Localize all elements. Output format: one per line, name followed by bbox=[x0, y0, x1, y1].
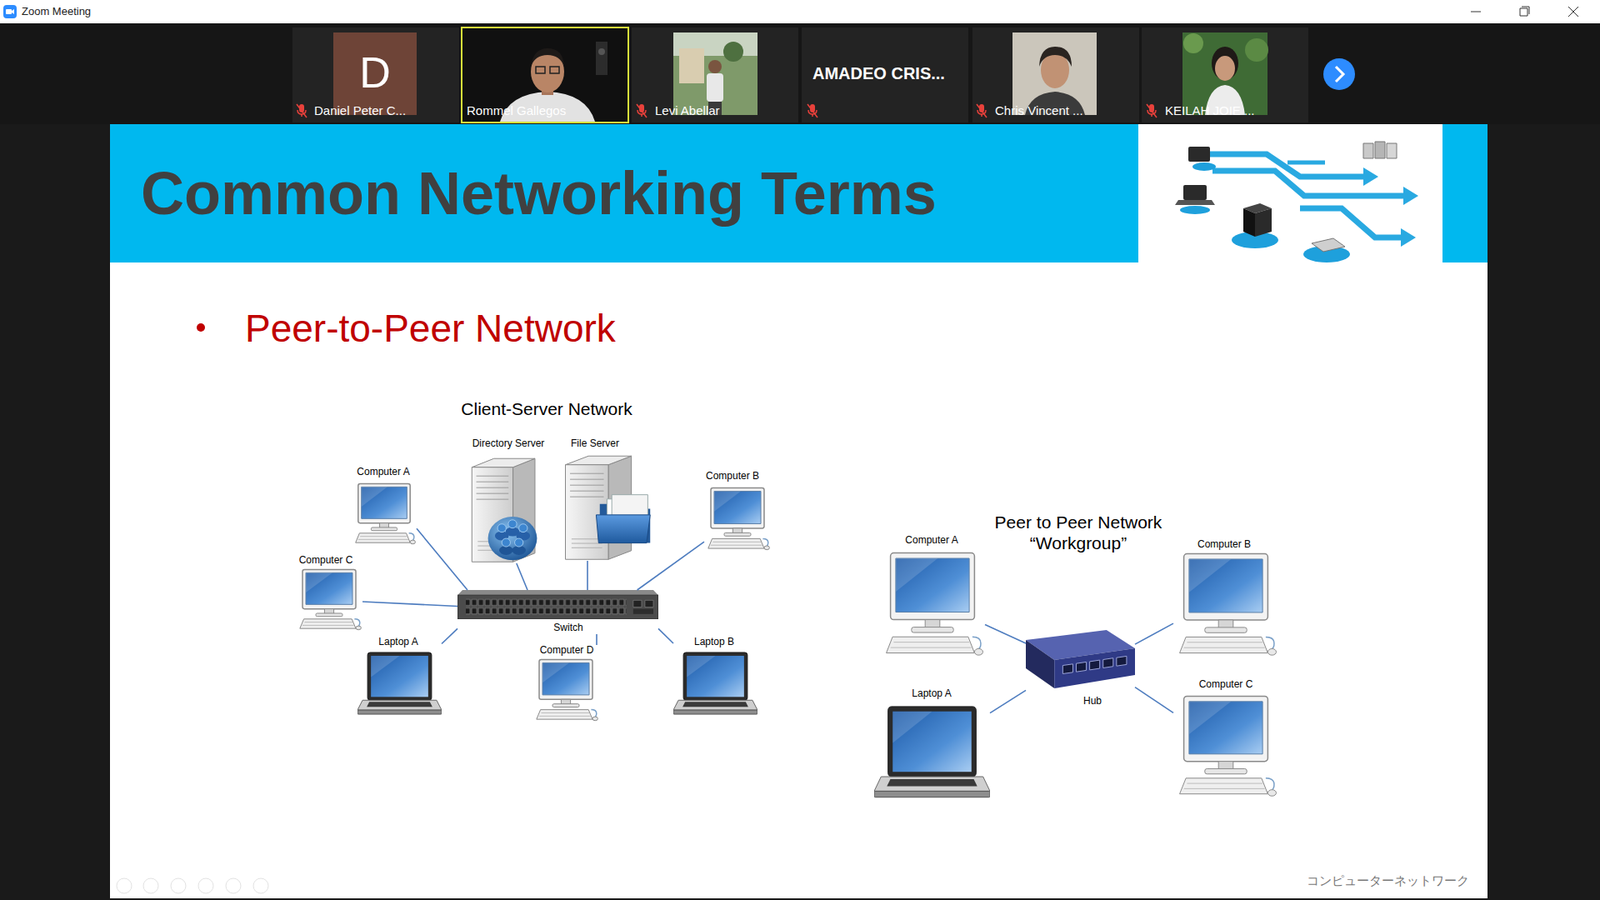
device-node: Computer A bbox=[351, 466, 417, 546]
device-label: Computer A bbox=[356, 466, 410, 479]
participant-strip bbox=[0, 23, 1600, 125]
device-label: Computer B bbox=[1197, 539, 1251, 551]
device-label: Laptop A bbox=[378, 636, 418, 649]
device-node: Computer B bbox=[704, 470, 771, 552]
device-label: Hub bbox=[1083, 695, 1102, 708]
network-cable bbox=[658, 628, 674, 644]
device-label: Computer C bbox=[299, 555, 354, 567]
network-cable bbox=[1135, 687, 1174, 714]
network-artwork bbox=[1175, 141, 1419, 263]
device-label: Switch bbox=[553, 622, 583, 635]
device-node: Computer C bbox=[295, 555, 363, 632]
network-cable bbox=[441, 628, 458, 644]
network-cable bbox=[1135, 623, 1174, 645]
device-label: Computer D bbox=[540, 645, 595, 657]
device-node: Computer A bbox=[880, 535, 985, 659]
device-node: Computer C bbox=[1173, 679, 1279, 800]
device-node: Laptop A bbox=[357, 636, 442, 717]
avatar-initial: D bbox=[359, 48, 391, 99]
device-label: Directory Server bbox=[472, 438, 545, 450]
participant-name: Chris Vincent ... bbox=[995, 103, 1084, 118]
network-cable bbox=[586, 560, 589, 590]
slide-title: Common Networking Terms bbox=[140, 159, 937, 229]
device-icons bbox=[300, 455, 1277, 797]
slide-controls bbox=[116, 878, 269, 894]
network-cable bbox=[595, 634, 598, 645]
participant-name: Daniel Peter C... bbox=[314, 103, 406, 118]
title-bar bbox=[0, 0, 1600, 24]
participant-name: KEILAH JOIE ... bbox=[1165, 103, 1255, 118]
participant-name: Rommel Gallegos bbox=[466, 103, 566, 118]
window-title: Zoom Meeting bbox=[21, 5, 91, 19]
device-node: Laptop B bbox=[673, 636, 758, 717]
network-cable bbox=[516, 563, 528, 590]
network-cable bbox=[990, 690, 1026, 713]
device-node: Laptop A bbox=[874, 688, 990, 801]
watermark: コンピューターネットワーク bbox=[1306, 874, 1470, 889]
device-node: Switch bbox=[457, 590, 659, 635]
device-node: File Server bbox=[560, 438, 655, 561]
diagram-heading: Peer to Peer Network “Workgroup” bbox=[992, 511, 1165, 554]
device-label: Laptop A bbox=[911, 688, 951, 700]
device-label: Computer A bbox=[905, 535, 958, 547]
participant-name: AMADEO CRIS... bbox=[812, 64, 945, 84]
device-label: Laptop B bbox=[694, 636, 735, 649]
device-label: Computer C bbox=[1199, 679, 1254, 691]
device-label: File Server bbox=[570, 438, 620, 450]
bullet-dot bbox=[196, 323, 205, 332]
participant-name: Levi Abellar bbox=[655, 103, 720, 118]
device-node: Computer B bbox=[1173, 539, 1279, 659]
diagram-heading: Client-Server Network bbox=[460, 399, 632, 420]
device-node: Hub bbox=[1025, 630, 1135, 708]
network-cable bbox=[362, 601, 458, 607]
slide-background bbox=[110, 124, 1488, 899]
device-node: Directory Server bbox=[467, 438, 545, 564]
network-cable bbox=[637, 541, 705, 590]
network-cable bbox=[416, 528, 468, 590]
network-cable bbox=[985, 624, 1026, 644]
device-node: Computer D bbox=[532, 645, 600, 723]
device-label: Computer B bbox=[705, 470, 760, 483]
bullet-text: Peer-to-Peer Network bbox=[245, 306, 616, 351]
